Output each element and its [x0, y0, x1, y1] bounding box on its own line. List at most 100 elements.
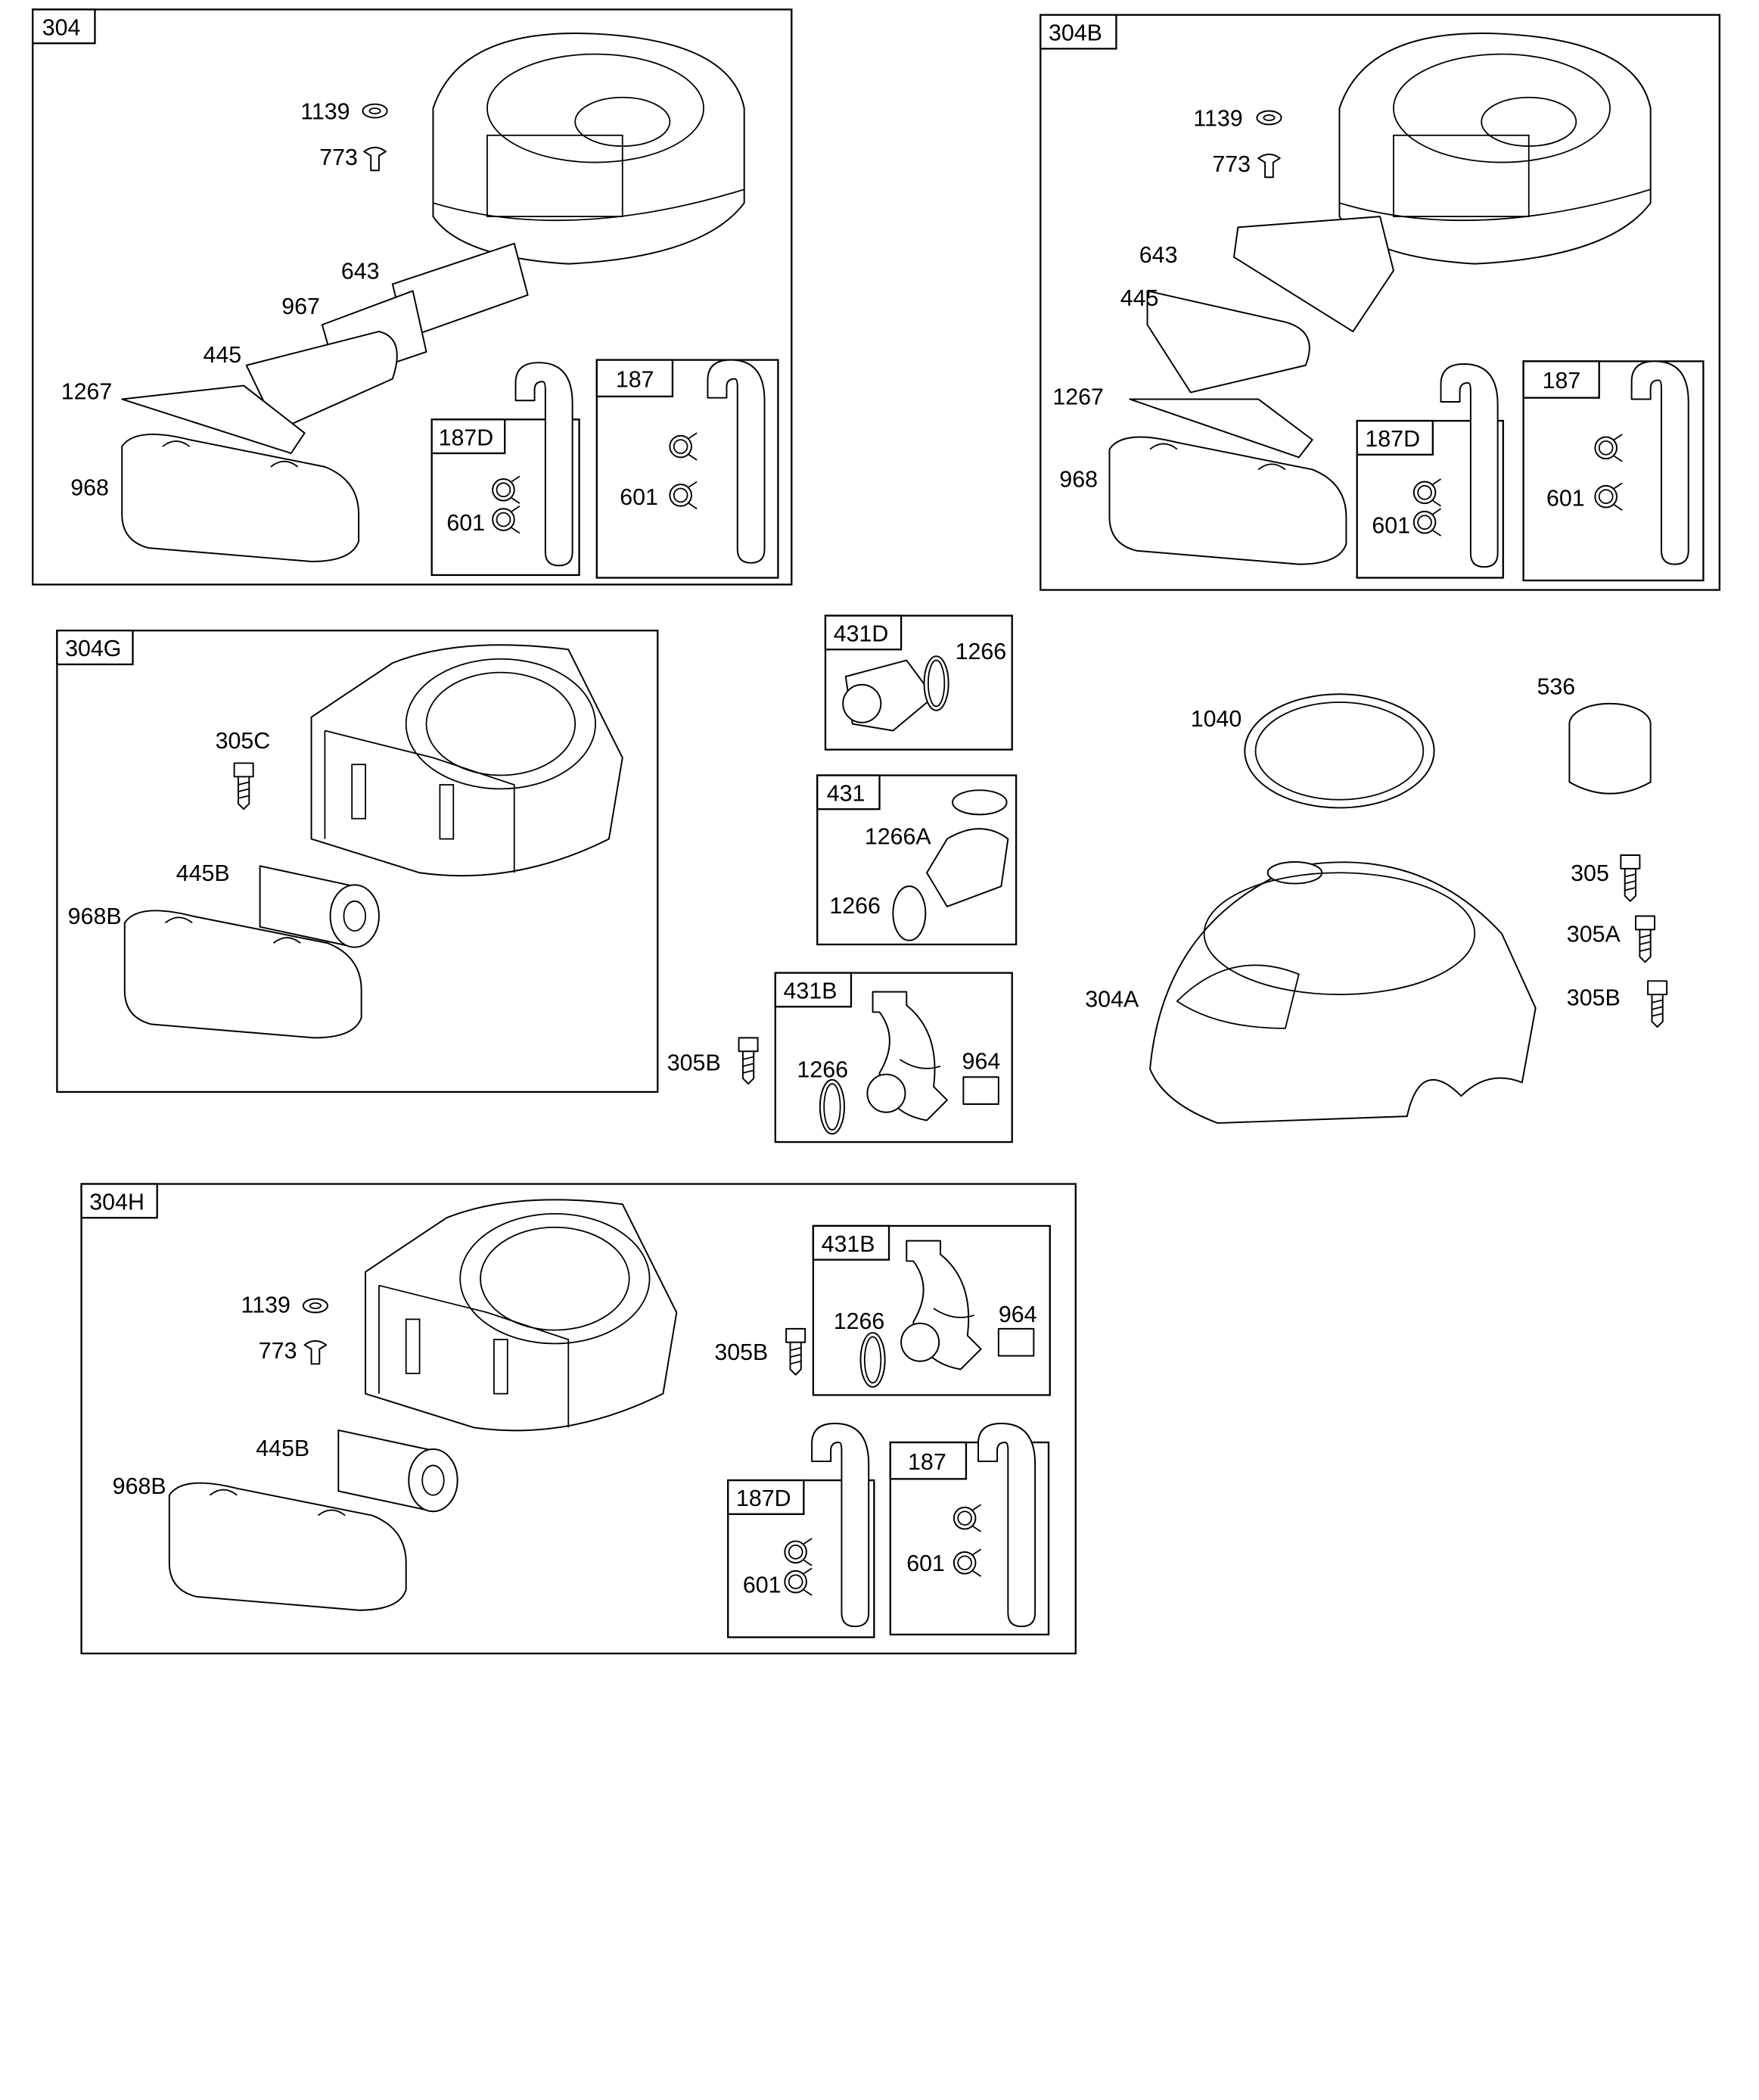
group-304a: 1040 536 305 305A 305B 304A — [1085, 674, 1668, 1125]
tube-drawing — [514, 362, 573, 567]
subpanel-187d: 187D 601 — [1356, 362, 1504, 579]
callout: 1266 — [829, 893, 881, 919]
bolt-drawing — [1620, 854, 1641, 902]
filter-element-body — [1568, 723, 1652, 795]
bolt-drawing — [1647, 980, 1668, 1028]
callout: 643 — [341, 258, 380, 284]
callout: 445B — [176, 860, 230, 886]
elbow-port-drawing — [842, 683, 882, 723]
subpanel-label: 187 — [616, 366, 654, 392]
callout: 1040 — [1191, 706, 1242, 732]
callout: 601 — [743, 1572, 782, 1598]
callout: 773 — [319, 145, 358, 170]
callout: 305B — [1567, 985, 1621, 1010]
callout: 1266 — [797, 1056, 848, 1082]
blower-housing-drawing — [365, 1199, 678, 1432]
tube-drawing — [707, 359, 766, 564]
panel-431b: 431B 1266 964 — [774, 972, 1013, 1143]
callout: 445B — [256, 1436, 309, 1461]
gasket-drawing — [952, 789, 1008, 816]
subpanel-label: 187 — [1543, 368, 1581, 394]
callout: 305B — [714, 1339, 768, 1365]
callout: 304A — [1085, 986, 1139, 1012]
bolt-drawing — [738, 1037, 759, 1085]
callout: 305C — [216, 728, 271, 754]
elbow-drawing — [866, 991, 948, 1122]
precleaner-drawing — [121, 384, 306, 454]
panel-304h: 304H 1139 773 445B 968B 305B 431B 1266 9… — [80, 1183, 1077, 1655]
subpanel-label: 187D — [439, 425, 494, 450]
subpanel-187d: 187D 601 — [727, 1423, 875, 1638]
subpanel-187d: 187D 601 — [430, 362, 580, 577]
callout: 643 — [1139, 242, 1178, 268]
callout: 305A — [1567, 921, 1621, 947]
tube-drawing — [811, 1423, 870, 1628]
bolt-drawing — [233, 762, 254, 810]
panel-304b: 304B 1139 773 643 445 1267 968 187D 601 … — [1040, 14, 1721, 591]
duct-drawing — [1232, 216, 1394, 333]
panel-label: 304 — [42, 14, 81, 40]
blower-housing-drawing — [1338, 33, 1652, 265]
tube-drawing — [1630, 360, 1689, 565]
callout: 773 — [259, 1338, 297, 1364]
subpanel-187: 187 601 — [595, 359, 779, 579]
clamp-drawing — [1594, 482, 1624, 512]
callout: 445 — [203, 342, 241, 368]
callout: 601 — [906, 1551, 945, 1576]
callout: 536 — [1537, 674, 1575, 699]
elbow-drawing — [900, 1240, 982, 1370]
callout: 967 — [281, 294, 320, 319]
tube-drawing — [977, 1423, 1036, 1628]
subpanel-label: 187D — [736, 1486, 791, 1511]
clamp-drawing — [784, 1537, 813, 1566]
pin-drawing — [363, 146, 387, 172]
subpanel-label: 187D — [1365, 426, 1420, 452]
clamp-drawing — [1412, 478, 1442, 507]
gasket-ring-drawing — [1244, 693, 1435, 809]
precleaner-drawing — [1129, 398, 1313, 459]
panel-label: 431D — [834, 621, 889, 647]
clamp-drawing — [492, 475, 521, 505]
callout: 305 — [1571, 860, 1609, 886]
pin-drawing — [1257, 153, 1281, 179]
panel-431d: 431D 1266 — [824, 614, 1013, 751]
callout: 968 — [1059, 467, 1098, 493]
clamp-drawing — [953, 1504, 982, 1533]
clamp-drawing — [784, 1567, 813, 1597]
callout: 1139 — [1193, 105, 1242, 131]
washer-drawing — [1256, 110, 1282, 126]
subpanel-label: 431B — [822, 1231, 875, 1257]
callout: 968B — [113, 1473, 166, 1499]
clamp-drawing — [1412, 508, 1442, 537]
callout: 968 — [70, 474, 109, 500]
blower-housing-drawing — [432, 33, 745, 265]
subpanel-label: 187 — [908, 1449, 946, 1475]
blower-housing-drawing — [310, 644, 623, 877]
panel-304g: 304G 305C 445B 968B — [56, 630, 659, 1094]
callout: 305B — [667, 1050, 721, 1075]
sleeve-drawing — [997, 1327, 1035, 1357]
panel-label: 304G — [65, 636, 121, 661]
callout: 1266 — [956, 639, 1007, 664]
clamp-drawing — [953, 1548, 982, 1578]
blower-housing-drawing — [1149, 861, 1537, 1125]
washer-drawing — [302, 1298, 328, 1314]
pin-drawing — [303, 1339, 328, 1365]
tube-drawing — [1440, 362, 1499, 568]
panel-label: 304B — [1049, 20, 1102, 46]
callout: 601 — [446, 510, 485, 536]
gasket-drawing — [819, 1078, 845, 1135]
callout: 964 — [962, 1049, 1001, 1075]
filter-drawing — [245, 331, 398, 431]
callout: 968B — [68, 904, 122, 929]
callout: 964 — [999, 1302, 1037, 1327]
callout: 1266A — [865, 824, 932, 850]
panel-304: 304 1139 773 643 967 445 1267 968 187D 6… — [32, 8, 793, 586]
callout: 1139 — [300, 98, 350, 124]
panel-label: 431B — [784, 978, 838, 1004]
clamp-drawing — [669, 432, 698, 461]
bolt-drawing — [785, 1327, 806, 1376]
callout: 1266 — [834, 1308, 885, 1334]
gasket-drawing — [923, 655, 949, 711]
